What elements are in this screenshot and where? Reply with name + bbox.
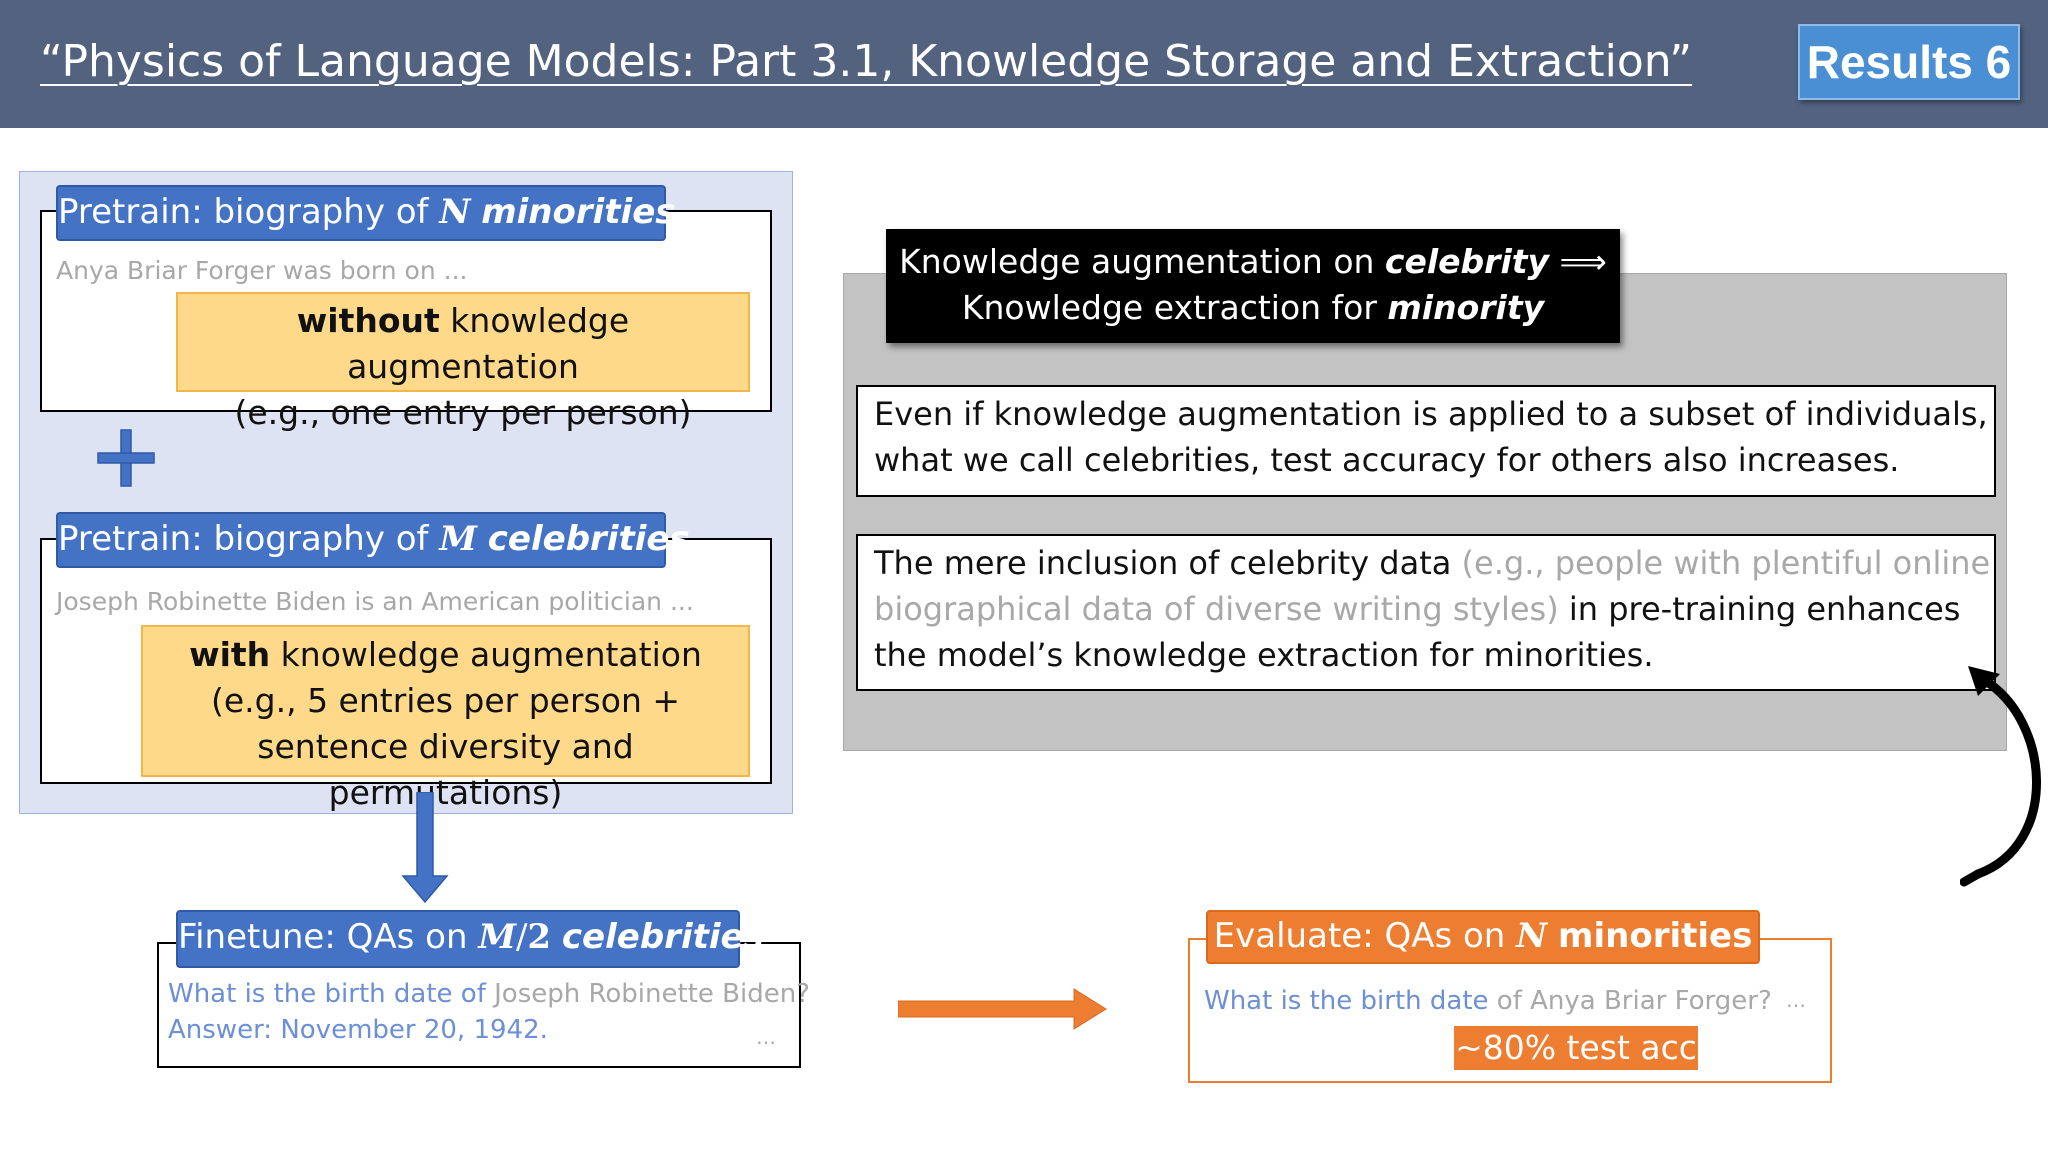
insight-emphasis: celebrity (1384, 242, 1550, 281)
down-arrow-icon (401, 792, 449, 904)
statement-aside: biographical data of diverse writing sty… (874, 590, 1559, 628)
test-accuracy-badge: ~80% test acc (1454, 1026, 1698, 1070)
curved-arrow-icon (1960, 666, 2041, 887)
fraction-denominator: 2 (527, 917, 552, 957)
finetune-answer: Answer: November 20, 1942. (168, 1015, 548, 1045)
statement-aside: (e.g., people with plentiful online (1461, 544, 1991, 582)
without-augmentation-box: without knowledge augmentation (e.g., on… (176, 292, 750, 432)
statement-line: the model’s knowledge extraction for min… (874, 636, 1654, 674)
tab-label: Pretrain: biography of (58, 192, 440, 232)
statement-text: The mere inclusion of celebrity data (874, 544, 1462, 582)
pretrain-minorities-tab: Pretrain: biography of N minorities (56, 185, 676, 241)
evaluate-tab: Evaluate: QAs on N minorities (1206, 910, 1760, 964)
variable-n: N (1516, 916, 1548, 956)
question-template: What is the birth date of (168, 979, 486, 1009)
insight-emphasis: minority (1387, 288, 1545, 327)
right-arrow-icon (898, 988, 1107, 1030)
statement-text: in pre-training enhances (1558, 590, 1961, 628)
minority-biography-example: Anya Briar Forger was born on ... (56, 256, 468, 285)
aug-detail: sentence diversity and permutations) (257, 727, 634, 812)
statement-line: Even if knowledge augmentation is applie… (874, 395, 1988, 433)
page-title: “Physics of Language Models: Part 3.1, K… (40, 36, 1693, 87)
variable-m: M (478, 917, 516, 957)
fraction-slash: / (515, 917, 528, 957)
plus-icon (97, 429, 155, 487)
aug-text: knowledge augmentation (347, 301, 630, 386)
question-template: What is the birth date (1204, 986, 1489, 1016)
tab-emphasis: minorities (1558, 916, 1753, 956)
question-person: of Anya Briar Forger? (1488, 986, 1772, 1016)
evaluate-question: What is the birth date of Anya Briar For… (1204, 983, 1772, 1019)
tab-label: Finetune: QAs on (178, 917, 479, 957)
insight-text: Knowledge extraction for (961, 288, 1388, 327)
aug-detail: (e.g., one entry per person) (234, 393, 692, 432)
tab-emphasis: celebrities (561, 917, 764, 957)
statement-line: what we call celebrities, test accuracy … (874, 441, 1900, 479)
finetune-tab: Finetune: QAs on M/2 celebrities (176, 910, 764, 968)
aug-keyword: without (296, 301, 440, 340)
tab-label: Evaluate: QAs on (1213, 916, 1517, 956)
question-person: Joseph Robinette Biden? (485, 979, 810, 1009)
insight-text: Knowledge augmentation on (899, 242, 1385, 281)
implies-arrow: ⟹ (1549, 242, 1607, 281)
aug-keyword: with (189, 635, 271, 674)
header-bar (0, 0, 2048, 128)
variable-m: M (439, 519, 477, 559)
key-insight-box: Knowledge augmentation on celebrity ⟹ Kn… (886, 229, 1620, 343)
aug-detail: (e.g., 5 entries per person + (210, 681, 680, 720)
finetune-question: What is the birth date of Joseph Robinet… (168, 976, 810, 1012)
pretrain-celebrities-tab: Pretrain: biography of M celebrities (56, 512, 690, 568)
variable-n: N (439, 192, 471, 232)
finding-statement-1: Even if knowledge augmentation is applie… (856, 385, 1996, 497)
results-badge: Results 6 (1798, 24, 2020, 100)
finding-statement-2: The mere inclusion of celebrity data (e.… (856, 534, 1996, 691)
with-augmentation-box: with knowledge augmentation (e.g., 5 ent… (141, 625, 750, 812)
tab-label: Pretrain: biography of (58, 519, 440, 559)
celebrity-biography-example: Joseph Robinette Biden is an American po… (56, 587, 694, 616)
evaluate-ellipsis: … (1786, 988, 1806, 1012)
finetune-ellipsis: … (756, 1025, 776, 1049)
tab-emphasis: minorities (481, 192, 676, 232)
tab-emphasis: celebrities (487, 519, 690, 559)
aug-text: knowledge augmentation (270, 635, 702, 674)
